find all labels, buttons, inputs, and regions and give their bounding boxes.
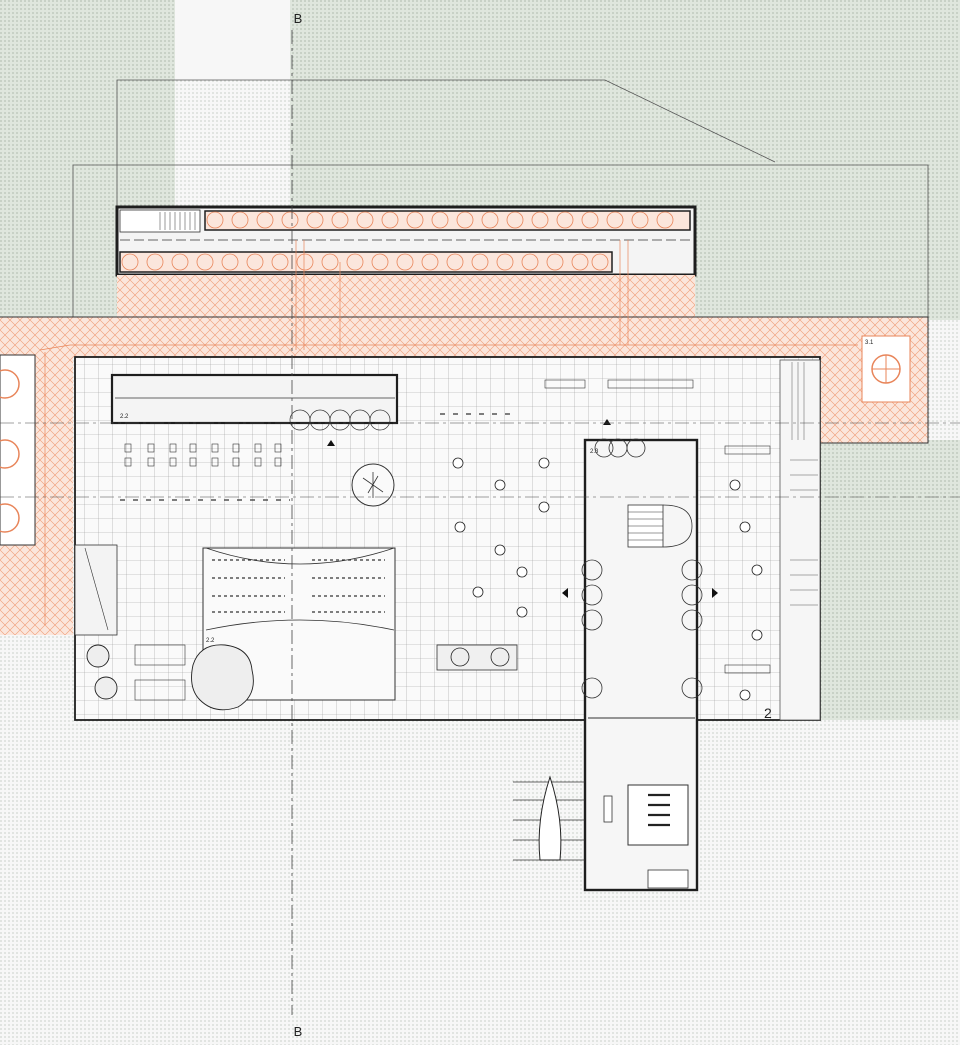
auditorium-stage — [205, 547, 395, 565]
bench-east-1 — [724, 445, 771, 455]
podium-outline — [72, 164, 929, 440]
west-ramp — [74, 544, 118, 636]
north-glazing-upper — [204, 210, 691, 231]
label-central-block: 2.3 — [590, 449, 599, 455]
locker-rows — [124, 443, 282, 467]
central-columns — [581, 438, 703, 699]
north-stair-treads — [159, 212, 196, 230]
central-south-stair — [647, 869, 689, 889]
bench-north-1 — [544, 379, 586, 389]
west-pavilion — [0, 354, 36, 546]
bench-east-2 — [724, 664, 771, 674]
bench-north-2 — [607, 379, 694, 389]
east-stair-steps — [790, 362, 818, 606]
terrace-pipes — [39, 240, 858, 625]
west-service-block — [110, 373, 399, 425]
entry-arrow-auditorium — [327, 440, 335, 446]
label-floor-number: 2 — [764, 705, 772, 721]
entry-arrow-east — [712, 588, 718, 598]
central-ramp-curve — [662, 504, 693, 548]
west-service-arcs — [289, 409, 391, 431]
entry-arrow-west — [562, 588, 568, 598]
east-stair-zone — [779, 359, 821, 721]
path-north — [175, 0, 290, 80]
trees-south-west — [86, 644, 254, 711]
terrace-band — [0, 317, 928, 357]
terrace-north-slab — [117, 275, 695, 317]
label-auditorium: 2.2 — [206, 638, 215, 644]
boat — [538, 775, 562, 861]
roof-outline — [116, 79, 776, 275]
section-mark-bottom: B — [294, 1024, 303, 1039]
north-glazing-lower — [119, 251, 613, 273]
label-north-terrace: 3.1 — [865, 340, 874, 346]
north-module-circles — [121, 211, 674, 271]
dock-bollard — [603, 795, 613, 823]
section-mark-top: B — [294, 11, 303, 26]
landscape-area-east — [820, 440, 960, 720]
bench-blocks-south-west — [134, 644, 186, 701]
west-pavilion-fixtures — [0, 369, 20, 533]
entry-arrow-north — [603, 419, 611, 425]
label-west-wing: 2.2 — [120, 414, 129, 420]
auditorium-seats — [212, 559, 385, 613]
terrace-edge — [0, 316, 929, 444]
